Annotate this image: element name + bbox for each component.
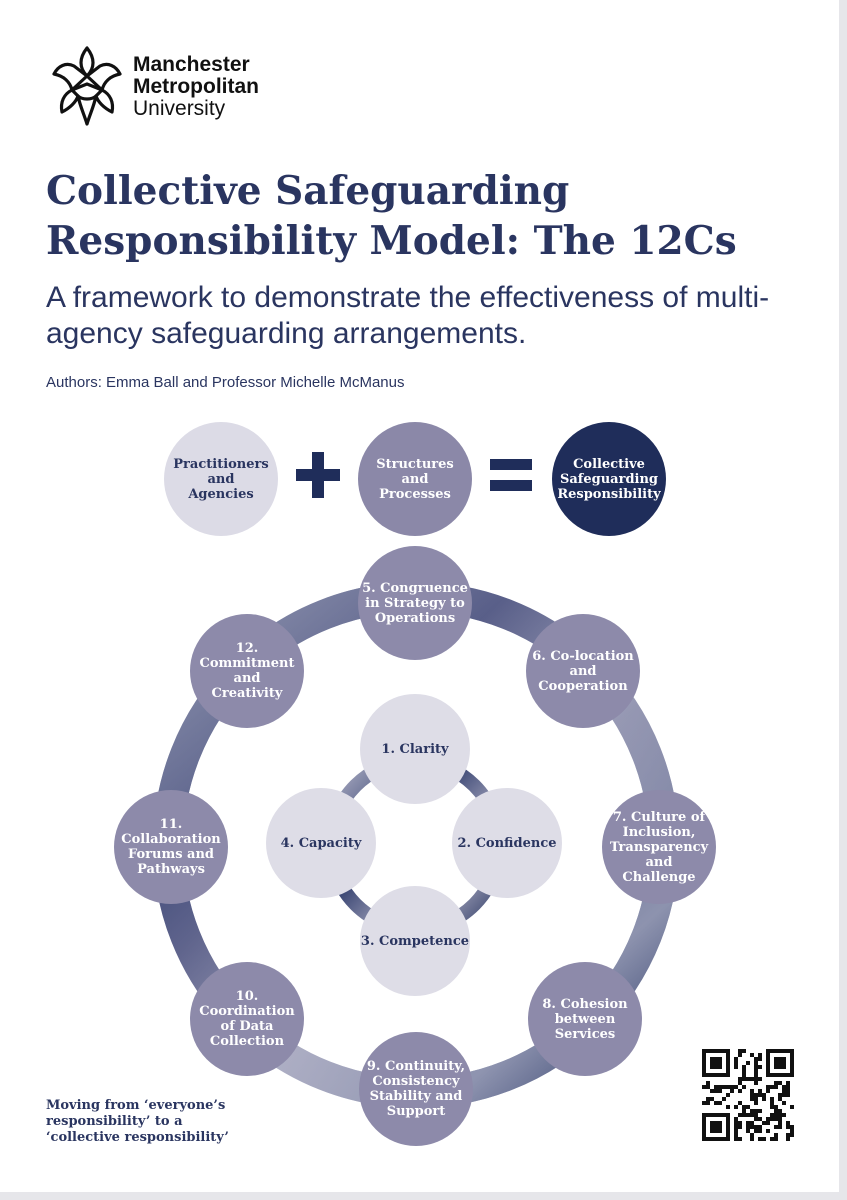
outer-c-circle: 9. Continuity, Consistency Stability and… [359,1032,473,1146]
structures-processes-label: Structures and Processes [376,456,454,502]
outer-c-label: 11. Collaboration Forums and Pathways [121,817,221,877]
inner-c-label: 3. Competence [360,933,470,949]
footer-note: Moving from ‘everyone’s responsibility’ … [46,1098,229,1145]
outer-c-circle: 8. Cohesion between Services [528,962,642,1076]
outer-c-circle: 12. Commitment and Creativity [190,614,304,728]
outer-c-circle: 5. Congruence in Strategy to Operations [358,546,472,660]
page-subtitle: A framework to demonstrate the effective… [46,281,770,350]
outer-c-label: 12. Commitment and Creativity [199,641,295,701]
inner-c-label: 1. Clarity [381,741,449,757]
structures-processes-circle: Structures and Processes [358,422,472,536]
collective-responsibility-circle: Collective Safeguarding Responsibility [552,422,666,536]
inner-c-circle: 2. Confidence [452,788,562,898]
inner-c-circle: 4. Capacity [266,788,376,898]
plus-icon [296,452,340,498]
page-title: Collective Safeguarding Responsibility M… [46,168,737,264]
inner-c-circle: 1. Clarity [360,694,470,804]
practitioners-agencies-label: Practitioners and Agencies [173,456,269,502]
page-bottom-edge [0,1192,847,1200]
outer-c-label: 6. Co-location and Cooperation [532,648,634,694]
outer-c-label: 5. Congruence in Strategy to Operations [362,580,468,626]
authors-line: Authors: Emma Ball and Professor Michell… [46,374,405,391]
university-name: Manchester Metropolitan University [133,54,259,120]
outer-c-circle: 10. Coordination of Data Collection [190,962,304,1076]
outer-c-circle: 11. Collaboration Forums and Pathways [114,790,228,904]
outer-c-label: 7. Culture of Inclusion, Transparency an… [609,809,709,885]
outer-c-label: 8. Cohesion between Services [542,996,628,1042]
inner-c-circle: 3. Competence [360,886,470,996]
qr-code-icon[interactable] [702,1049,794,1141]
outer-c-circle: 7. Culture of Inclusion, Transparency an… [602,790,716,904]
page-edge [839,0,847,1200]
collective-responsibility-label: Collective Safeguarding Responsibility [557,456,661,502]
equals-icon [490,459,532,491]
outer-c-label: 9. Continuity, Consistency Stability and… [366,1059,466,1119]
inner-c-label: 2. Confidence [457,835,557,851]
inner-c-label: 4. Capacity [280,835,362,851]
practitioners-agencies-circle: Practitioners and Agencies [164,422,278,536]
logo-line-2: Metropolitan [133,75,259,98]
logo-line-3: University [133,97,226,120]
logo-line-1: Manchester [133,53,250,76]
outer-c-label: 10. Coordination of Data Collection [199,989,295,1049]
university-crest-icon [52,46,122,126]
outer-c-circle: 6. Co-location and Cooperation [526,614,640,728]
